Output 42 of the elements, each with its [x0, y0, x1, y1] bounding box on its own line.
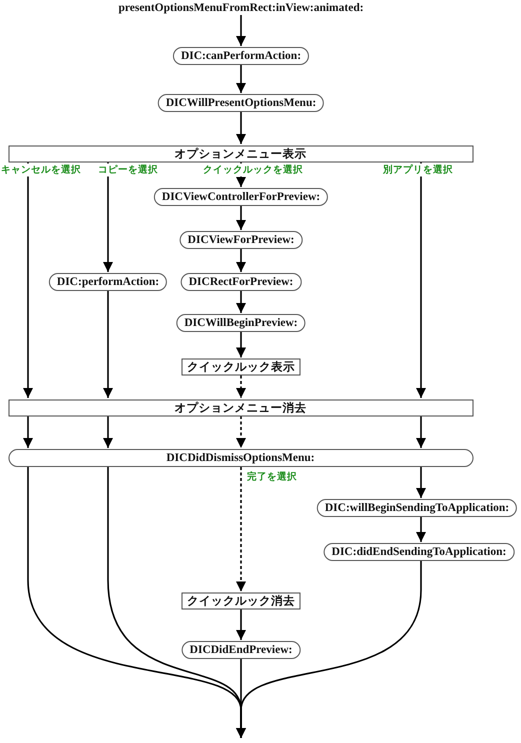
arrow	[236, 416, 246, 448]
call-text: presentOptionsMenuFromRect:inView:animated:	[118, 1, 364, 15]
edge-label: コピーを選択	[97, 164, 159, 176]
method-pill: DICDidEndPreview:	[182, 641, 300, 659]
arrow	[416, 467, 426, 498]
arrow	[236, 112, 246, 144]
arrow	[236, 332, 246, 358]
method-pill: DICWillPresentOptionsMenu:	[158, 94, 324, 112]
method-pill: DIC:willBeginSendingToApplication:	[316, 499, 518, 517]
edge-label: クイックルックを選択	[202, 164, 304, 176]
state-box: クイックルック消去	[182, 592, 300, 610]
method-pill: DIC:canPerformAction:	[172, 47, 310, 65]
method-pill: DIC:didEndSendingToApplication:	[324, 543, 514, 561]
edge-label: 別アプリを選択	[382, 164, 454, 176]
state-box: クイックルック表示	[182, 358, 300, 376]
arrow	[103, 162, 113, 272]
arrow	[236, 610, 246, 640]
arrow	[23, 162, 33, 398]
arrow	[236, 291, 246, 313]
arrow	[23, 416, 33, 448]
method-pill: DIC:performAction:	[48, 273, 168, 291]
arrow	[416, 162, 426, 398]
method-pill: DICViewForPreview:	[180, 231, 302, 249]
state-box: オプションメニュー消去	[8, 399, 473, 416]
edge-label: キャンセルを選択	[0, 164, 82, 176]
arrow	[236, 65, 246, 93]
edge-label: 完了を選択	[246, 470, 298, 484]
arrow	[416, 517, 426, 542]
arrow	[236, 376, 246, 398]
state-box: オプションメニュー表示	[8, 145, 473, 162]
method-pill: DICViewControllerForPreview:	[154, 188, 328, 206]
method-pill: DICRectForPreview:	[180, 273, 302, 291]
arrow	[236, 659, 246, 738]
arrow	[416, 416, 426, 448]
arrow	[236, 206, 246, 230]
method-pill: DICWillBeginPreview:	[176, 314, 306, 332]
arrow	[236, 15, 246, 46]
arrow	[236, 249, 246, 272]
method-pill: DICDidDismissOptionsMenu:	[8, 449, 473, 467]
arrow	[103, 291, 113, 398]
arrow	[236, 467, 246, 592]
arrow	[103, 416, 113, 448]
